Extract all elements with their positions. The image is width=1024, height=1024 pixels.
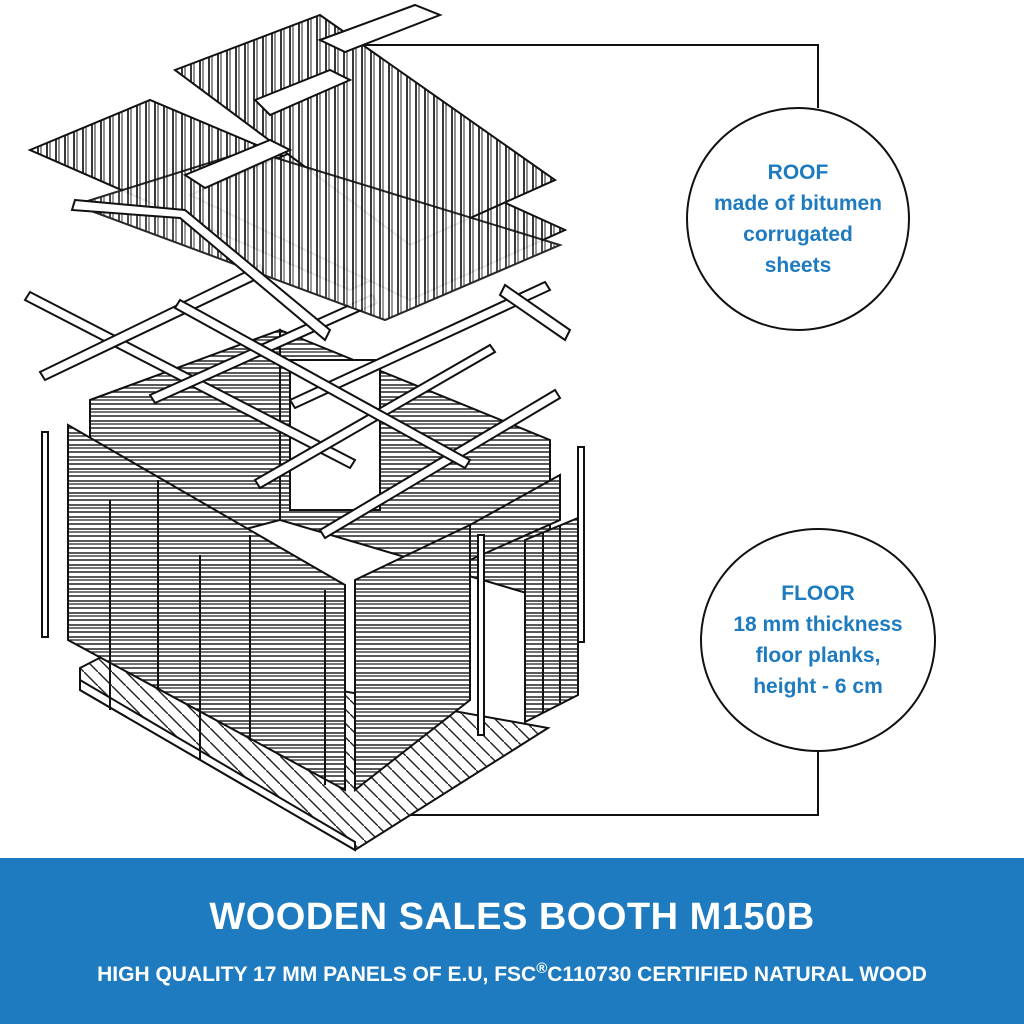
roof-callout-title: ROOF [767, 161, 829, 184]
floor-callout-line-1: 18 mm thickness [733, 613, 903, 636]
front-wall-left [67, 423, 346, 792]
floor-callout-line-3: height - 6 cm [753, 675, 883, 698]
roof-callout-line-2: corrugated [743, 223, 853, 246]
floor-callout-title: FLOOR [781, 582, 855, 605]
roof-callout-line-3: sheets [764, 254, 832, 277]
product-banner: WOODEN SALES BOOTH M150B HIGH QUALITY 17… [0, 858, 1024, 1024]
exploded-booth-diagram [23, 3, 819, 852]
subtitle-text-after: C110730 CERTIFIED NATURAL WOOD [547, 963, 927, 986]
product-title: WOODEN SALES BOOTH M150B [209, 896, 815, 938]
door-panel [524, 516, 579, 724]
front-wall-right [354, 473, 561, 793]
product-subtitle: HIGH QUALITY 17 MM PANELS OF E.U, FSC®C1… [0, 960, 1024, 987]
registered-mark: ® [536, 960, 548, 977]
floor-callout: FLOOR 18 mm thickness floor planks, heig… [700, 528, 936, 752]
floor-connector-line [355, 747, 819, 816]
roof-sheets [27, 3, 568, 342]
corner-posts [41, 431, 585, 736]
roof-callout: ROOF made of bitumen corrugated sheets [686, 107, 910, 331]
floor-callout-line-2: floor planks, [755, 644, 881, 667]
roof-callout-line-1: made of bitumen [713, 192, 882, 215]
subtitle-text-before: HIGH QUALITY 17 MM PANELS OF E.U, FSC [97, 963, 537, 986]
roof-connector-line [270, 44, 819, 108]
